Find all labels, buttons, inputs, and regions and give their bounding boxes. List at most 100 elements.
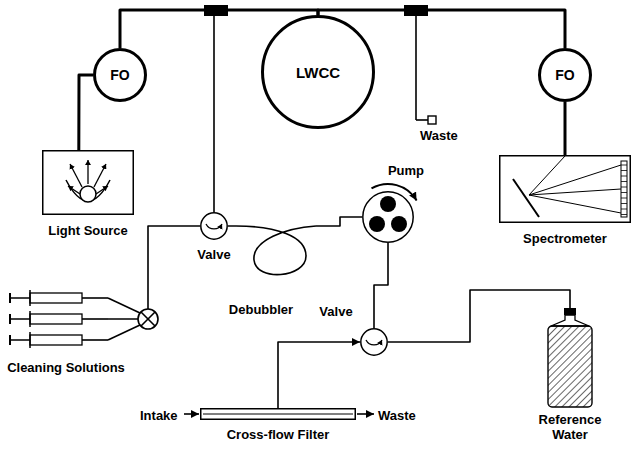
filter-body — [201, 409, 356, 420]
fiber-coil-outline — [540, 50, 591, 101]
syringe-handle — [9, 293, 11, 303]
spectrometer-housing — [500, 156, 631, 223]
detector-pixel — [621, 192, 627, 193]
detector-pixel — [621, 209, 627, 210]
valve-arrow — [206, 224, 222, 229]
pump-head — [363, 192, 413, 242]
fiber-coil: FO — [538, 48, 592, 102]
detector-pixel — [621, 181, 627, 182]
detector-pixel — [621, 165, 627, 166]
bottle-body — [548, 326, 592, 407]
filter-membrane — [203, 414, 353, 415]
syringe-tip — [82, 297, 108, 299]
label-slot: FO — [93, 48, 147, 102]
debubbler-coil-outline — [236, 216, 316, 286]
fiber-tee — [204, 5, 228, 16]
light-ray — [68, 186, 80, 194]
filter-cartridge-outline — [200, 408, 356, 420]
label-slot: Reference Water — [528, 412, 612, 443]
valve-arrow — [366, 340, 382, 345]
flow-tube — [316, 217, 362, 226]
syringe-barrel — [30, 335, 82, 345]
light-source-box: Light Source — [42, 150, 134, 215]
filter-cartridge: Cross-flow Filter — [200, 408, 356, 420]
component-label: FO — [110, 68, 129, 83]
syringe-plunger — [10, 318, 32, 320]
syringe-handle — [9, 314, 11, 324]
label-slot: Spectrometer — [485, 229, 638, 247]
label-slot: Light Source — [8, 221, 168, 239]
syringe-tube — [108, 298, 140, 313]
label-slot: Waste — [420, 126, 458, 144]
bottle-cap — [564, 308, 576, 315]
label-slot: Valve — [134, 245, 294, 263]
flow-tube — [108, 226, 200, 319]
flow-tube — [228, 225, 236, 227]
intake-arrow — [184, 413, 199, 415]
detector-pixel — [621, 198, 627, 199]
fiber-coil-outline — [95, 50, 146, 101]
component-label: Cleaning Solutions — [7, 360, 125, 375]
syringe-handle — [9, 335, 11, 345]
label-slot: Waste — [378, 406, 416, 424]
flow-tube — [388, 290, 570, 342]
manifold-cross — [141, 312, 155, 326]
label-slot: Debubbler — [181, 300, 341, 318]
valve-symbol-outline — [360, 328, 388, 356]
label-slot: FO — [538, 48, 592, 102]
lwcc-outline — [263, 17, 374, 128]
pump-roller — [380, 196, 396, 212]
rotation-arrow — [372, 184, 417, 201]
valve-symbol: Valve — [200, 212, 228, 240]
light-source-box-outline — [42, 150, 134, 215]
component-label: Spectrometer — [523, 231, 607, 246]
pump-symbol-outline — [362, 191, 414, 243]
lamp-housing — [43, 151, 134, 215]
manifold-cross — [141, 312, 155, 326]
light-ray — [87, 160, 88, 184]
fiber-tee — [404, 5, 428, 16]
waste-outlet — [428, 116, 436, 124]
syringe-tube — [108, 325, 140, 340]
light-ray — [96, 186, 108, 194]
syringe-tip — [82, 318, 108, 320]
waste-arrow — [357, 413, 374, 415]
spectrometer-box: Spectrometer — [499, 155, 631, 223]
component-label: Valve — [319, 304, 352, 319]
inlet-label: Intake — [140, 408, 178, 423]
dispersed-beam — [529, 195, 621, 213]
reference-bottle: Reference Water — [547, 308, 593, 408]
pump-roller — [391, 216, 407, 232]
label-slot: Cross-flow Filter — [198, 425, 358, 443]
pump-symbol: Pump — [362, 191, 414, 243]
detector-array — [621, 161, 627, 217]
syringe-barrel — [30, 293, 82, 303]
light-ray — [94, 164, 106, 187]
component-label: Valve — [197, 247, 230, 262]
dispersed-beam — [529, 189, 621, 195]
valve-symbol-outline — [200, 212, 228, 240]
component-label: Debubbler — [229, 302, 293, 317]
detector-pixel — [621, 170, 627, 171]
flow-tube — [278, 342, 360, 408]
valve-body — [361, 329, 387, 355]
valve-symbol: Valve — [360, 328, 388, 356]
detector-pixel — [621, 203, 627, 204]
lwcc-cell: LWCC — [261, 15, 375, 129]
flow-tube — [374, 243, 388, 328]
valve-body — [201, 213, 227, 239]
debubbler-loop — [236, 226, 316, 275]
optical-fiber — [79, 75, 93, 150]
spectrometer-box-outline — [499, 155, 631, 223]
reference-bottle-outline — [547, 308, 593, 408]
component-label: Cross-flow Filter — [227, 427, 330, 442]
detector-pixel — [621, 176, 627, 177]
component-label: Pump — [388, 163, 424, 178]
component-label: LWCC — [296, 65, 340, 80]
debubbler-coil: Debubbler — [236, 216, 316, 286]
detector-pixel — [621, 214, 627, 215]
outlet-label: Waste — [420, 128, 458, 143]
fiber-coil: FO — [93, 48, 147, 102]
label-slot: Pump — [326, 161, 486, 179]
syringe-group: Cleaning Solutions — [8, 288, 108, 350]
